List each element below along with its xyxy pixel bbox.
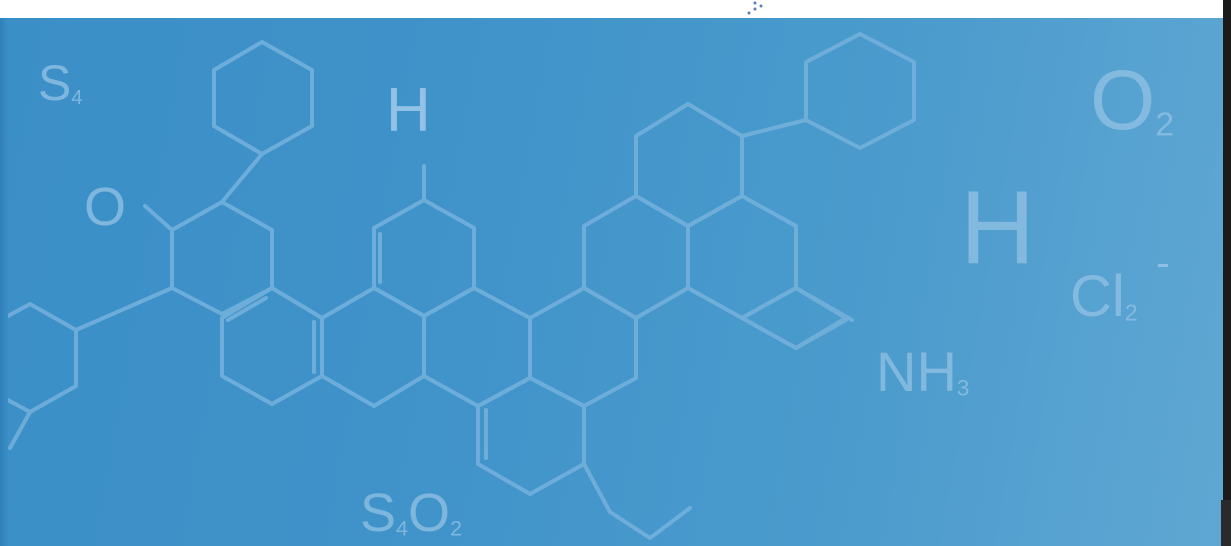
right-edge xyxy=(1223,0,1231,546)
right-edge-bottom xyxy=(1221,500,1231,546)
dotted-arc-decoration xyxy=(747,1,763,15)
h-label-top: H xyxy=(386,76,431,145)
o-label-left: O xyxy=(84,177,127,237)
minus-sign xyxy=(1158,264,1168,267)
left-edge xyxy=(0,18,8,546)
s4-label: S4 xyxy=(38,55,83,111)
molecule-banner: S4 H O O2 H Cl2 NH3 S4O2 xyxy=(0,18,1224,546)
so2-label: S4O2 xyxy=(360,483,463,543)
cl2-label: Cl2 xyxy=(1070,264,1138,329)
molecule-structure-graphic xyxy=(0,32,916,540)
o2-label: O2 xyxy=(1090,53,1175,147)
h-label-large: H xyxy=(960,170,1036,286)
nh3-label: NH3 xyxy=(876,340,970,403)
